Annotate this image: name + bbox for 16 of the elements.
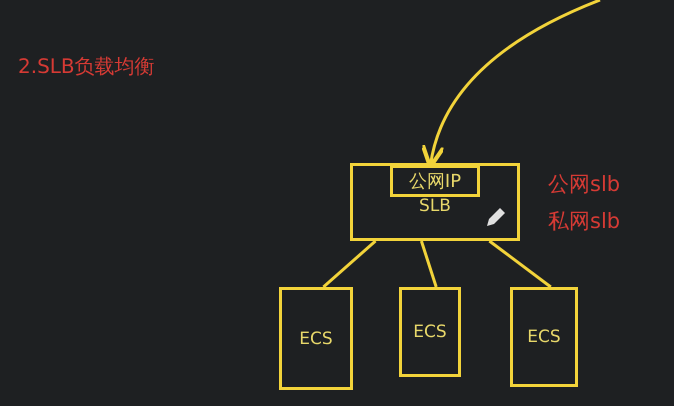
label-box — [390, 165, 480, 197]
server-box — [399, 287, 461, 377]
box-label: ECS — [413, 322, 447, 342]
box-label: 公网IP — [408, 170, 462, 193]
server-box — [279, 287, 353, 390]
box-label: ECS — [527, 327, 561, 347]
load-balancer-box — [350, 163, 520, 241]
box-label: SLB — [419, 196, 451, 216]
box-label: ECS — [299, 328, 333, 348]
title: 2.SLB负载均衡 — [18, 53, 155, 80]
side-label: 公网slb — [548, 171, 620, 198]
connector — [420, 240, 438, 288]
server-box — [510, 287, 578, 387]
connector — [488, 240, 552, 288]
connector — [322, 240, 376, 288]
side-label: 私网slb — [548, 208, 620, 235]
